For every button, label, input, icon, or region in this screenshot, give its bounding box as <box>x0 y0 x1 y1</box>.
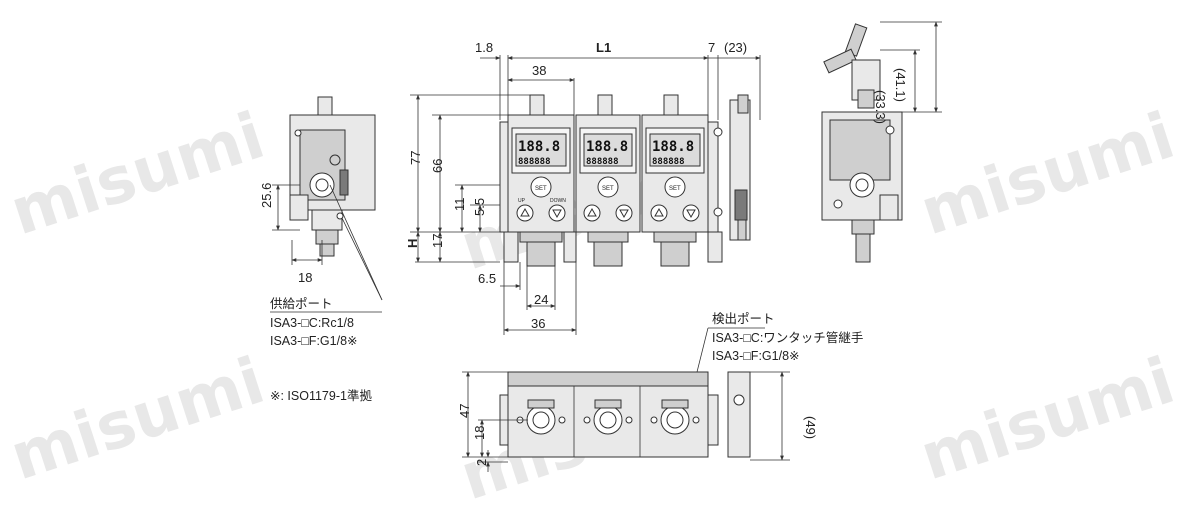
dim-H: H <box>405 239 420 248</box>
bottom-view <box>462 371 790 472</box>
down-button-label: DOWN <box>550 198 566 204</box>
lcd-sub-readout: 888888 <box>652 157 685 167</box>
watermark-text: misumi <box>2 344 273 495</box>
dim-6-5: 6.5 <box>478 271 496 286</box>
dim-25-6: 25.6 <box>259 183 274 208</box>
supply-port-line2: ISA3-□F:G1/8※ <box>270 334 358 348</box>
lcd-main-readout: 188.8 <box>652 139 694 155</box>
dim-18-left: 18 <box>298 270 312 285</box>
dim-L1: L1 <box>596 40 611 55</box>
lcd-sub-readout: 888888 <box>586 157 619 167</box>
lcd-main-readout: 188.8 <box>518 139 560 155</box>
dim-17: 17 <box>430 234 445 248</box>
set-button-label: SET <box>535 186 547 192</box>
sensor-unit-1: 188.8 888888 SET UP DOWN <box>503 94 577 267</box>
front-view: 188.8 888888 SET UP DOWN 188.8 888888 SE… <box>410 55 761 335</box>
dim-23: (23) <box>724 40 747 55</box>
dim-36: 36 <box>531 316 545 331</box>
dim-11: 11 <box>452 198 467 212</box>
sensor-unit-2: 188.8 888888 SET <box>575 94 641 267</box>
watermark-text: misumi <box>2 99 273 250</box>
watermark-text: misumi <box>912 344 1183 495</box>
dim-77: 77 <box>408 151 423 165</box>
dim-5-5: 5.5 <box>472 198 487 216</box>
dim-33-3: (33.3) <box>873 90 888 124</box>
dim-41-1: (41.1) <box>893 68 908 102</box>
dim-66: 66 <box>430 159 445 173</box>
detect-port-line2: ISA3-□F:G1/8※ <box>712 349 800 363</box>
lcd-sub-readout: 888888 <box>518 157 551 167</box>
sensor-unit-3: 188.8 888888 SET <box>641 94 723 267</box>
footnote: ※: ISO1179-1準拠 <box>270 388 372 403</box>
left-side-view <box>270 96 383 313</box>
right-side-view <box>821 21 942 263</box>
detect-port-title: 検出ポート <box>712 312 775 326</box>
dim-1-8: 1.8 <box>475 40 493 55</box>
set-button-label: SET <box>669 186 681 192</box>
dim-49: (49) <box>803 416 818 439</box>
detect-port-line1: ISA3-□C:ワンタッチ管継手 <box>712 330 863 345</box>
dim-38: 38 <box>532 63 546 78</box>
set-button-label: SET <box>602 186 614 192</box>
dim-2: 2 <box>474 459 489 466</box>
dim-47: 47 <box>457 404 472 418</box>
supply-port-line1: ISA3-□C:Rc1/8 <box>270 316 354 330</box>
dim-18-bottom: 18 <box>472 426 487 440</box>
watermark-text: misumi <box>912 99 1183 250</box>
lcd-main-readout: 188.8 <box>586 139 628 155</box>
dim-7: 7 <box>708 40 715 55</box>
supply-port-title: 供給ポート <box>270 297 333 311</box>
up-button-label: UP <box>518 198 526 204</box>
dim-24: 24 <box>534 292 548 307</box>
